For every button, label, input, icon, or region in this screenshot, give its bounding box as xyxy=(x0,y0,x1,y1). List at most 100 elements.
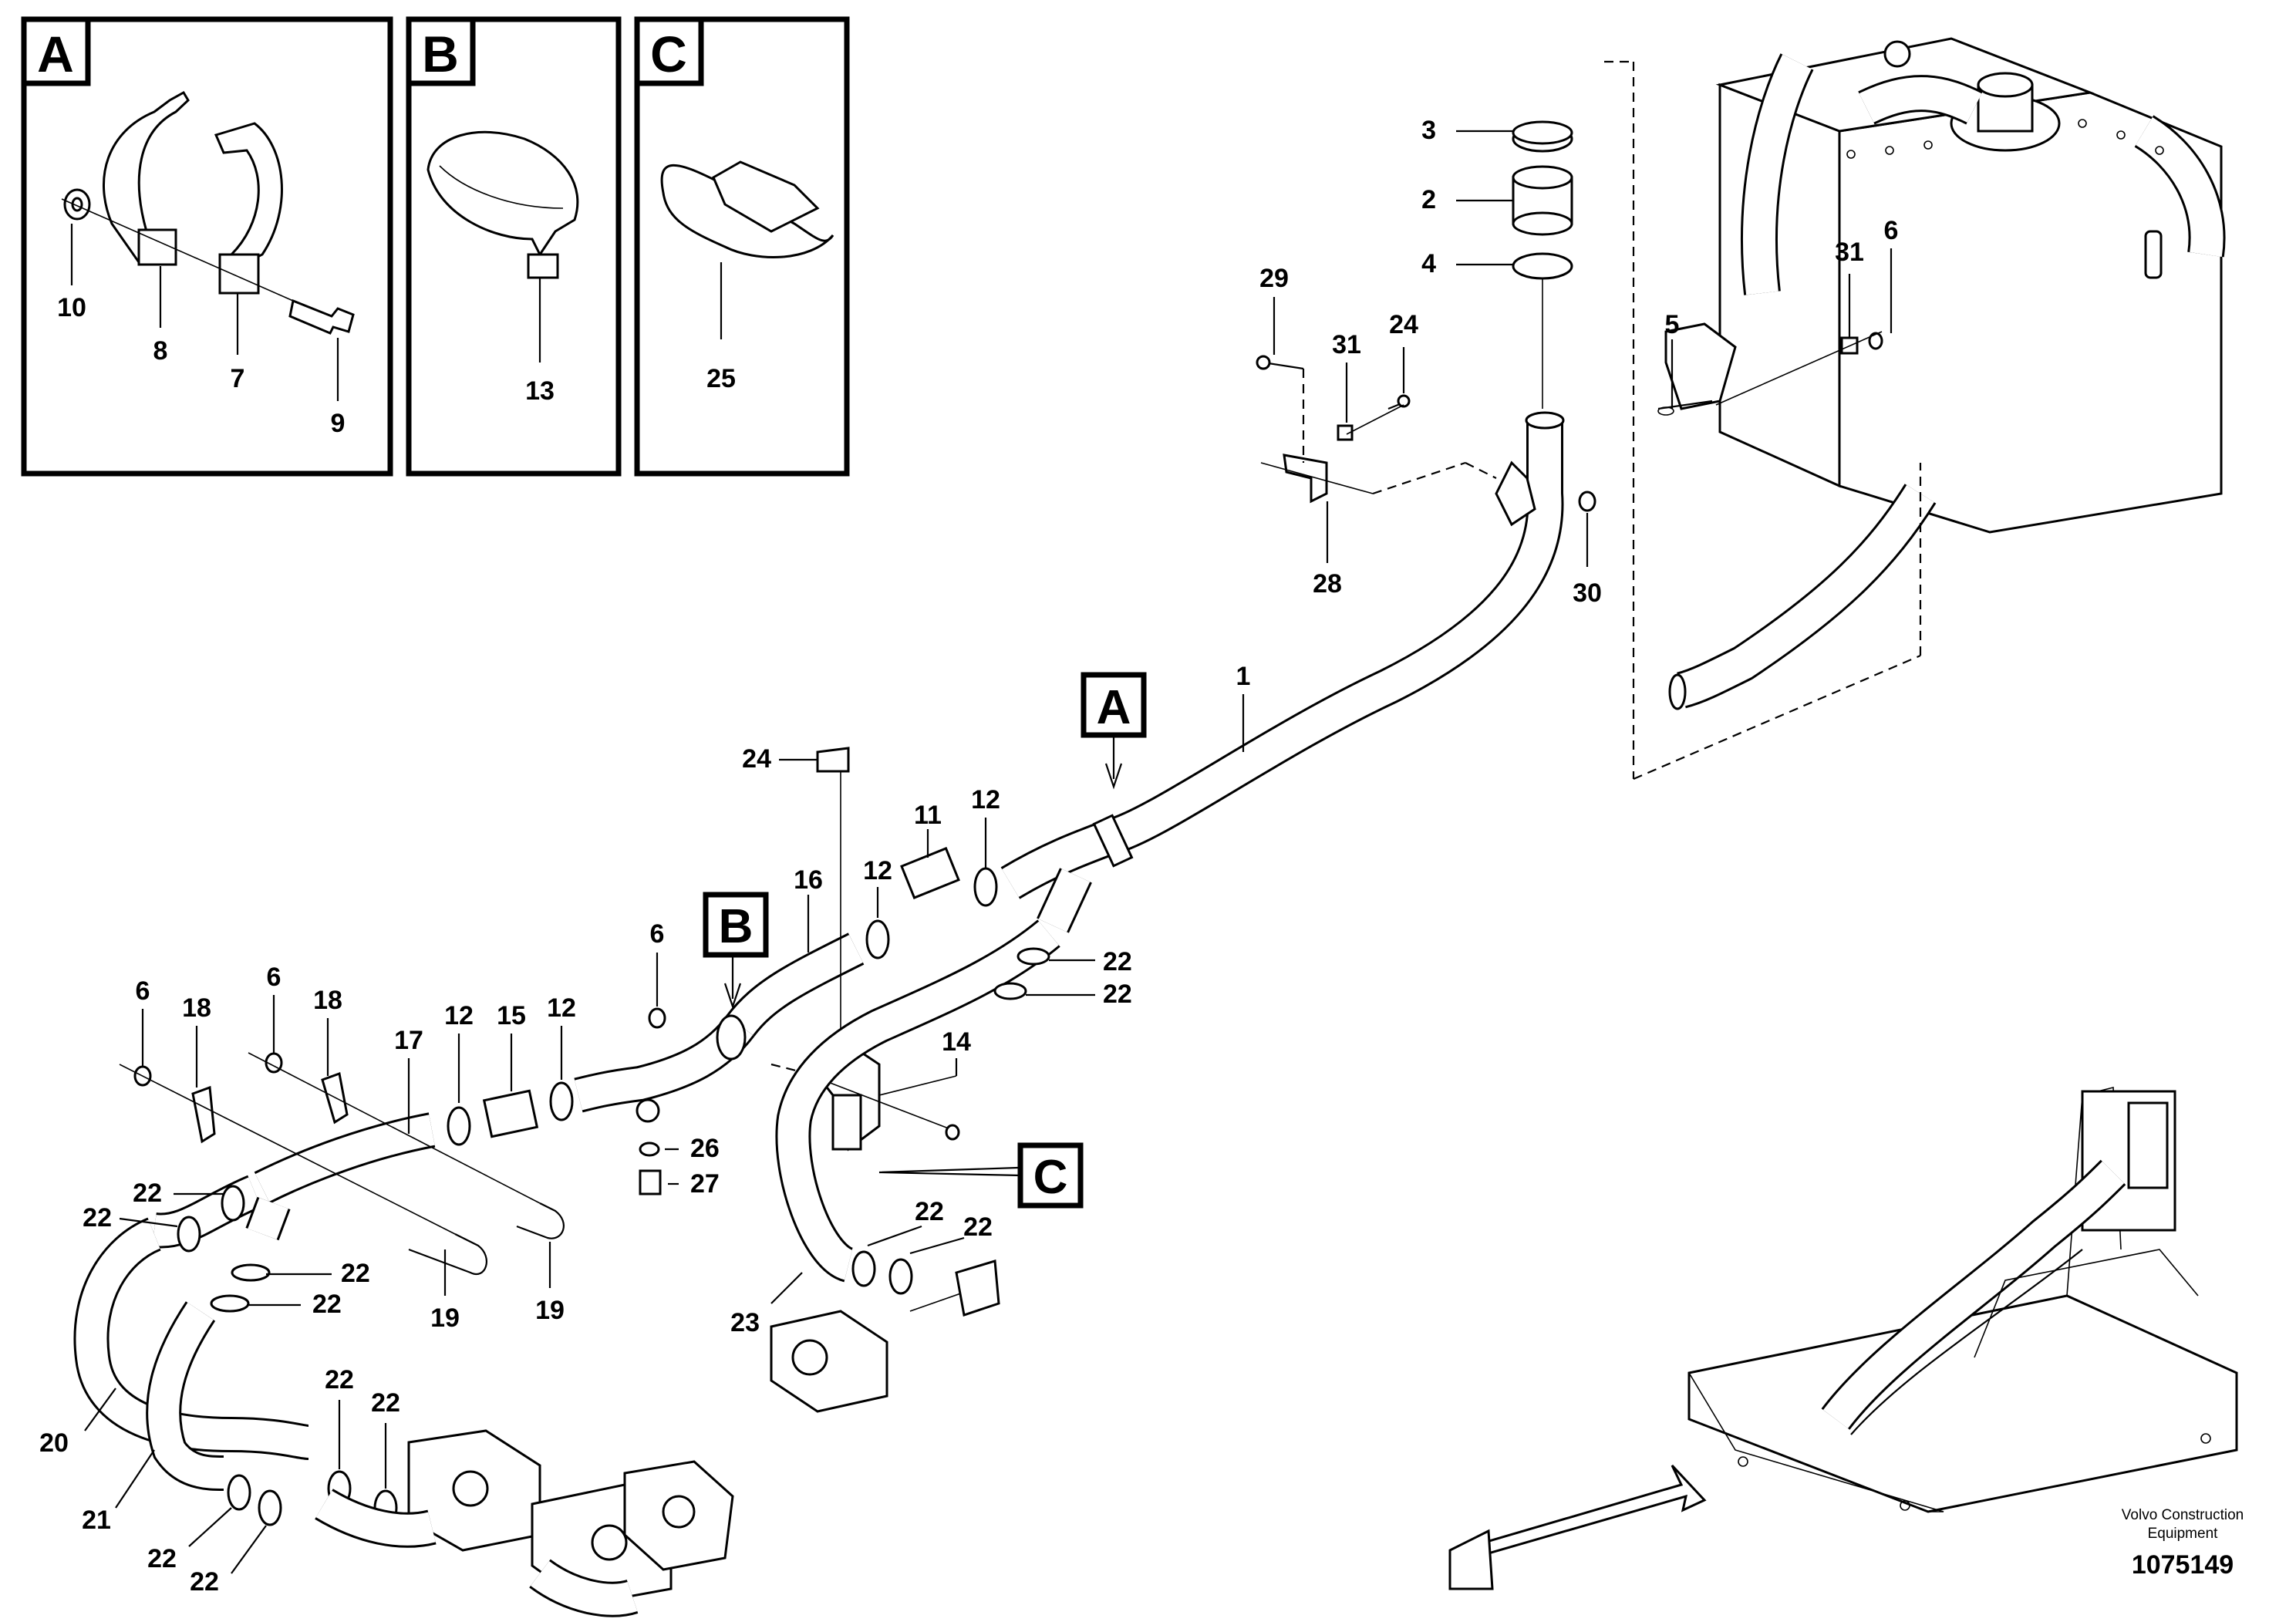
clamp-22-l xyxy=(888,1258,913,1295)
machine-overview xyxy=(1687,1086,2238,1513)
bolt-24-lower xyxy=(816,747,850,773)
hydraulic-tank xyxy=(1604,37,2226,781)
callout-25: 25 xyxy=(706,364,736,393)
callout-18-left: 18 xyxy=(182,993,211,1023)
callout-22-k: 22 xyxy=(915,1197,944,1226)
bolt-24-upper xyxy=(1397,394,1411,408)
clamp-22-g xyxy=(227,1474,251,1511)
document-number: 1075149 xyxy=(2132,1550,2234,1580)
callout-24-lower: 24 xyxy=(742,744,771,774)
bracket-18-left xyxy=(191,1085,216,1144)
callout-22-a: 22 xyxy=(133,1179,162,1208)
detail-box-b: B 13 xyxy=(406,16,622,477)
callout-22-b: 22 xyxy=(83,1203,112,1233)
callout-10: 10 xyxy=(57,293,86,322)
flange-plate xyxy=(955,1259,1000,1317)
callout-22-f: 22 xyxy=(371,1388,400,1418)
callout-13: 13 xyxy=(525,376,555,406)
pump-center xyxy=(770,1310,888,1413)
callout-6-mid: 6 xyxy=(267,963,282,992)
flag-b-pointer xyxy=(723,956,742,1010)
nut-27 xyxy=(639,1169,662,1195)
callout-26: 26 xyxy=(690,1134,720,1163)
callout-31-tank: 31 xyxy=(1835,238,1864,267)
callout-8: 8 xyxy=(153,336,168,366)
callout-6-left: 6 xyxy=(136,976,150,1006)
sight-glass xyxy=(2144,230,2163,279)
callout-11: 11 xyxy=(914,801,942,830)
callout-19-right: 19 xyxy=(535,1296,565,1325)
detail-box-b-letter: B xyxy=(422,25,459,83)
footer: Volvo Construction Equipment 1075149 xyxy=(2122,1507,2244,1580)
callout-31: 31 xyxy=(1332,330,1361,359)
flag-c-pointer xyxy=(878,1166,1021,1177)
flag-a-letter: A xyxy=(1097,681,1131,734)
bracket-28 xyxy=(1283,454,1328,504)
detail-box-a: A 10 8 7 9 xyxy=(21,16,393,477)
forward-direction-arrow xyxy=(1456,1464,1707,1563)
callout-4: 4 xyxy=(1421,249,1436,278)
bracket-28-assembly xyxy=(1256,355,1497,504)
washer-30 xyxy=(1578,491,1596,512)
spacer-31 xyxy=(1337,424,1354,441)
callout-30: 30 xyxy=(1573,578,1602,608)
hose-16 xyxy=(574,1014,755,1123)
callout-6-tank: 6 xyxy=(1884,216,1899,245)
callout-28: 28 xyxy=(1313,569,1342,599)
brand-line-2: Equipment xyxy=(2148,1526,2219,1542)
band-clamp-13 xyxy=(426,130,579,257)
bolt-29 xyxy=(1256,355,1271,370)
bracket-5 xyxy=(1664,322,1737,410)
callout-19-left: 19 xyxy=(430,1303,460,1333)
hose-clamp-4 xyxy=(1512,252,1573,280)
clamp-22-h xyxy=(258,1489,282,1526)
pump-group-left xyxy=(315,1429,734,1617)
callout-7: 7 xyxy=(231,364,245,393)
clamp-22-d xyxy=(210,1294,250,1313)
callout-22-c: 22 xyxy=(341,1259,370,1288)
connector-15 xyxy=(482,1089,539,1138)
flag-b-box xyxy=(703,892,769,958)
callout-24-upper: 24 xyxy=(1389,310,1418,339)
callout-23: 23 xyxy=(730,1308,760,1337)
callout-27: 27 xyxy=(690,1169,720,1199)
callout-21: 21 xyxy=(82,1506,111,1535)
callout-12-mid-right: 12 xyxy=(971,785,1000,814)
main-pipe-1 xyxy=(1000,411,1596,933)
callout-22-h: 22 xyxy=(190,1567,219,1597)
connector-11 xyxy=(900,847,960,899)
brackets-18-and-ubolts-19 xyxy=(119,995,565,1296)
clamp-22-a xyxy=(221,1185,245,1222)
clamp-22-j xyxy=(993,982,1027,1000)
center-bracket-group: 14 xyxy=(639,747,1095,1413)
clamp-22-b xyxy=(177,1216,201,1253)
callout-15: 15 xyxy=(497,1001,526,1030)
hoses-20-21 xyxy=(73,1175,398,1574)
callout-22-i: 22 xyxy=(1103,947,1132,976)
callout-5: 5 xyxy=(1665,310,1680,339)
callout-22-d: 22 xyxy=(312,1290,342,1319)
band-clamp-b xyxy=(716,1014,747,1061)
clamp-22-k xyxy=(851,1250,876,1287)
washer-6-tank xyxy=(1868,332,1883,350)
ubolt-19-right xyxy=(516,1202,565,1239)
callout-12-c: 12 xyxy=(547,993,576,1023)
flag-c-letter: C xyxy=(1033,1151,1068,1204)
left-connector-chain xyxy=(254,1026,574,1204)
clamp-tab-7 xyxy=(218,253,260,295)
ubolt-19-left xyxy=(408,1233,487,1276)
callout-2: 2 xyxy=(1421,185,1436,214)
hose-clamp-12-right xyxy=(973,867,998,907)
detail-box-c: C 25 xyxy=(634,16,850,477)
callout-22-j: 22 xyxy=(1103,980,1132,1009)
detail-box-c-letter: C xyxy=(650,25,687,83)
strap-buckle-25 xyxy=(712,160,820,233)
callout-22-l: 22 xyxy=(963,1212,993,1242)
callout-3: 3 xyxy=(1421,116,1436,145)
callout-12-mid-left: 12 xyxy=(863,856,892,885)
washer-26 xyxy=(639,1141,660,1157)
callout-29: 29 xyxy=(1259,264,1289,293)
callout-1: 1 xyxy=(1236,662,1251,691)
callout-12-d: 12 xyxy=(444,1001,474,1030)
